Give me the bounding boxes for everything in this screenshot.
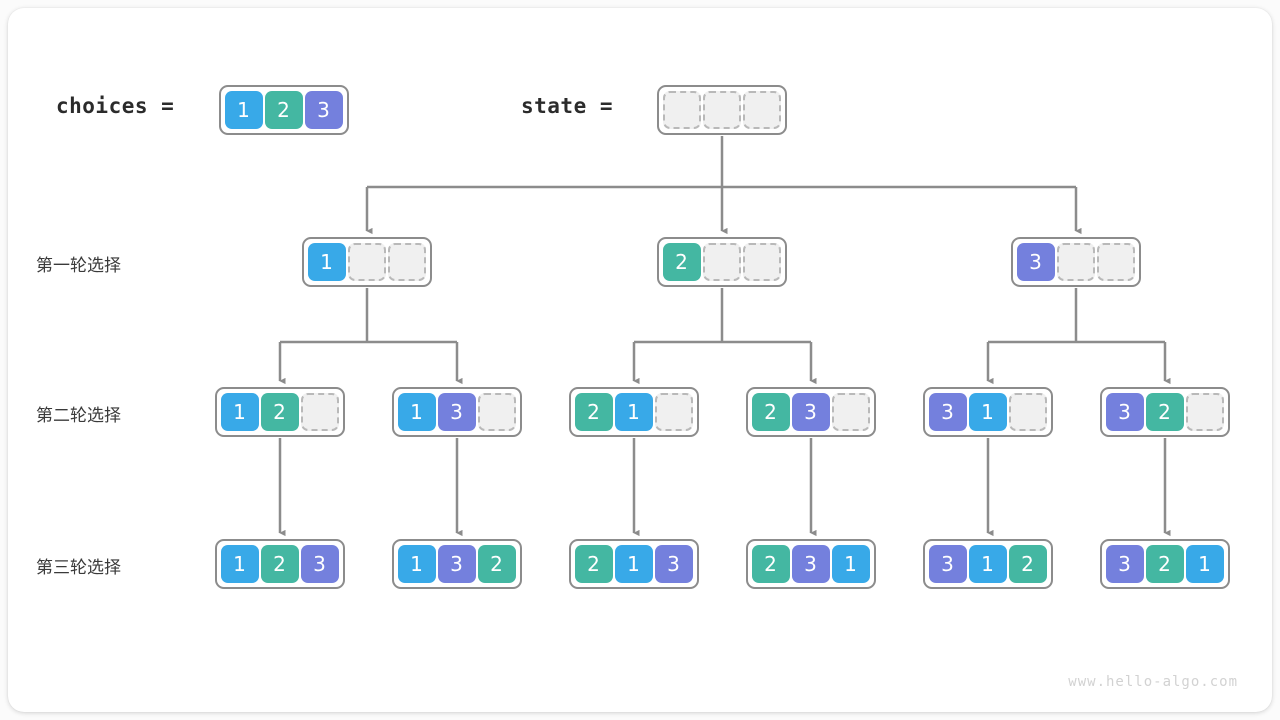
cell-empty bbox=[662, 91, 701, 129]
cell-filled: 2 bbox=[751, 545, 790, 583]
cell-filled: 2 bbox=[751, 393, 790, 431]
cell-empty bbox=[347, 243, 386, 281]
state-label: state = bbox=[521, 94, 614, 118]
cell-empty bbox=[702, 91, 741, 129]
cell-filled: 3 bbox=[300, 545, 339, 583]
cell-empty bbox=[1185, 393, 1224, 431]
cell-filled: 3 bbox=[791, 393, 830, 431]
diagram-card bbox=[8, 8, 1272, 712]
cell-filled: 3 bbox=[928, 545, 967, 583]
cell-filled: 3 bbox=[1105, 393, 1144, 431]
cell-filled: 2 bbox=[260, 545, 299, 583]
cell-filled: 1 bbox=[614, 545, 653, 583]
node-level1-1: 1 bbox=[301, 237, 432, 287]
cell-empty bbox=[654, 393, 693, 431]
cell-filled: 2 bbox=[264, 91, 303, 129]
cell-empty bbox=[742, 243, 781, 281]
cell-filled: 1 bbox=[968, 545, 1007, 583]
cell-filled: 2 bbox=[477, 545, 516, 583]
cell-filled: 1 bbox=[831, 545, 870, 583]
cell-filled: 2 bbox=[662, 243, 701, 281]
node-level1-3: 3 bbox=[1010, 237, 1141, 287]
cell-empty bbox=[387, 243, 426, 281]
cell-filled: 3 bbox=[791, 545, 830, 583]
row-label-level1: 第一轮选择 bbox=[36, 256, 121, 276]
cell-filled: 2 bbox=[574, 545, 613, 583]
state-array bbox=[656, 85, 787, 135]
cell-filled: 1 bbox=[397, 545, 436, 583]
cell-empty bbox=[1056, 243, 1095, 281]
cell-empty bbox=[1008, 393, 1047, 431]
cell-filled: 2 bbox=[1145, 545, 1184, 583]
cell-filled: 2 bbox=[1145, 393, 1184, 431]
cell-filled: 2 bbox=[260, 393, 299, 431]
cell-filled: 1 bbox=[397, 393, 436, 431]
row-label-level3: 第三轮选择 bbox=[36, 558, 121, 578]
cell-filled: 1 bbox=[224, 91, 263, 129]
cell-filled: 3 bbox=[928, 393, 967, 431]
cell-filled: 1 bbox=[614, 393, 653, 431]
watermark: www.hello-algo.com bbox=[1068, 674, 1238, 690]
cell-empty bbox=[742, 91, 781, 129]
cell-filled: 3 bbox=[437, 393, 476, 431]
cell-filled: 2 bbox=[574, 393, 613, 431]
cell-empty bbox=[477, 393, 516, 431]
cell-filled: 1 bbox=[968, 393, 1007, 431]
cell-empty bbox=[831, 393, 870, 431]
cell-filled: 1 bbox=[307, 243, 346, 281]
cell-filled: 2 bbox=[1008, 545, 1047, 583]
cell-filled: 3 bbox=[304, 91, 343, 129]
choices-label: choices = bbox=[56, 94, 175, 118]
cell-filled: 1 bbox=[220, 393, 259, 431]
cell-empty bbox=[300, 393, 339, 431]
cell-filled: 3 bbox=[654, 545, 693, 583]
cell-filled: 1 bbox=[220, 545, 259, 583]
cell-filled: 3 bbox=[1016, 243, 1055, 281]
cell-empty bbox=[1096, 243, 1135, 281]
cell-empty bbox=[702, 243, 741, 281]
node-level1-2: 2 bbox=[656, 237, 787, 287]
row-label-level2: 第二轮选择 bbox=[36, 406, 121, 426]
cell-filled: 3 bbox=[1105, 545, 1144, 583]
cell-filled: 3 bbox=[437, 545, 476, 583]
cell-filled: 1 bbox=[1185, 545, 1224, 583]
